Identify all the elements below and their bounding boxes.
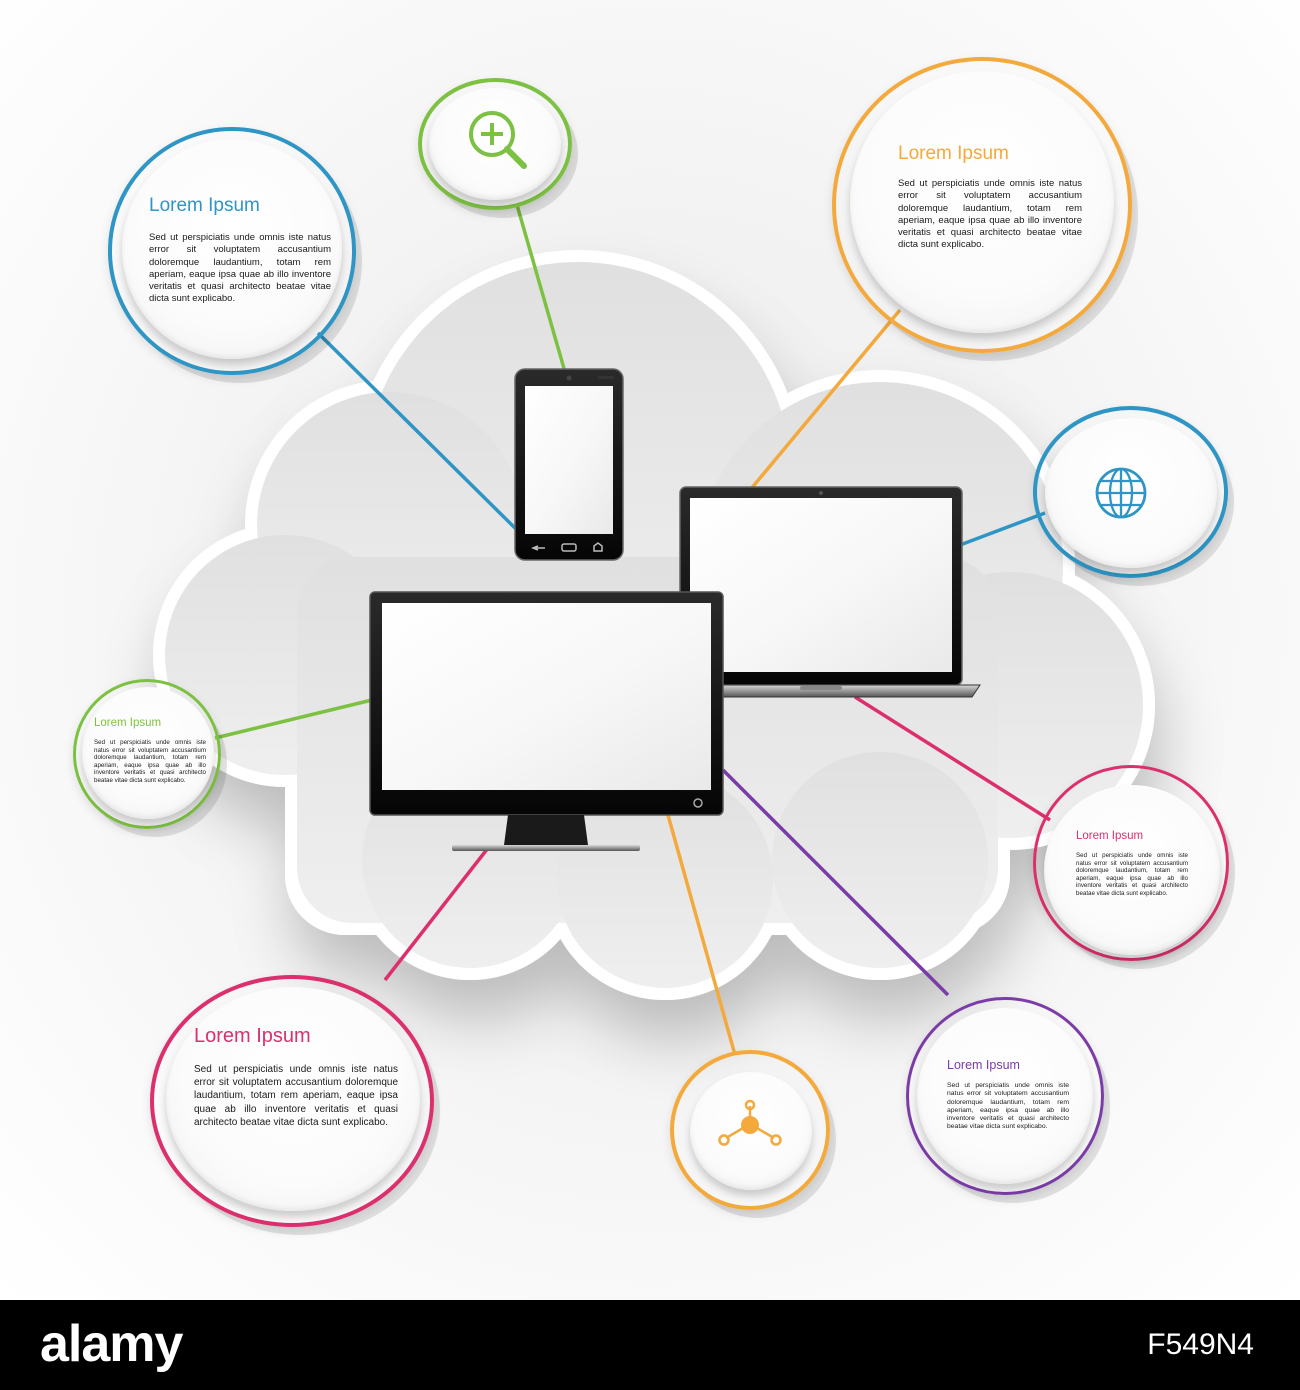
bubble-body-text: Sed ut perspiciatis unde omnis iste natu… <box>149 232 331 305</box>
smartphone-device <box>514 368 624 561</box>
bubble-title: Lorem Ipsum <box>898 143 1009 164</box>
bubble-inner-disc <box>1044 785 1220 955</box>
info-bubble-bottom-left: Lorem Ipsum Sed ut perspiciatis unde omn… <box>150 975 434 1227</box>
connector-purple-bottomright <box>721 768 950 997</box>
bubble-inner-disc <box>429 88 561 200</box>
footer-image-code: F549N4 <box>1147 1328 1254 1361</box>
network-icon <box>718 1099 782 1146</box>
icon-bubble-zoom <box>418 78 572 210</box>
info-bubble-right-small: Lorem Ipsum Sed ut perspiciatis unde omn… <box>1033 765 1229 961</box>
diagram-graphics <box>153 204 1155 1056</box>
zoom-in-icon <box>469 111 527 169</box>
bubble-inner-disc <box>917 1008 1093 1184</box>
bubble-title: Lorem Ipsum <box>94 717 162 729</box>
bubble-inner-disc <box>122 139 342 359</box>
connector-orange-topright <box>748 308 902 492</box>
connector-orange-network <box>666 814 737 1056</box>
connector-lines <box>214 204 1051 1056</box>
bubble-title: Lorem Ipsum <box>947 1058 1020 1072</box>
bubble-body-text: Sed ut perspiciatis unde omnis iste natu… <box>94 739 206 784</box>
bubble-body-text: Sed ut perspiciatis unde omnis iste natu… <box>947 1082 1069 1131</box>
bubble-inner-disc <box>82 687 214 819</box>
icon-bubble-network <box>670 1050 830 1210</box>
icon-bubble-globe <box>1033 406 1228 578</box>
connector-blue-topleft <box>316 331 519 532</box>
footer-bar: alamy F549N4 <box>0 1300 1300 1390</box>
connector-pink-bottomleft <box>383 846 490 982</box>
bubble-title: Lorem Ipsum <box>1076 830 1144 842</box>
laptop-device <box>661 486 981 698</box>
infographic-canvas: Lorem Ipsum Sed ut perspiciatis unde omn… <box>0 0 1300 1300</box>
info-bubble-bottom-right: Lorem Ipsum Sed ut perspiciatis unde omn… <box>906 997 1104 1195</box>
footer-logo: alamy <box>40 1315 183 1373</box>
bubble-body-text: Sed ut perspiciatis unde omnis iste natu… <box>1076 852 1188 897</box>
info-bubble-top-left: Lorem Ipsum Sed ut perspiciatis unde omn… <box>108 127 356 375</box>
connector-pink-rightsmall <box>854 695 1051 822</box>
connector-blue-globe <box>959 511 1046 547</box>
bubble-inner-disc <box>166 987 420 1211</box>
bubble-body-text: Sed ut perspiciatis unde omnis iste natu… <box>194 1064 398 1128</box>
bubble-inner-disc <box>850 71 1114 333</box>
connector-green-leftsmall <box>214 698 373 740</box>
bubble-body-text: Sed ut perspiciatis unde omnis iste natu… <box>898 178 1082 251</box>
info-bubble-top-right: Lorem Ipsum Sed ut perspiciatis unde omn… <box>832 57 1132 353</box>
desktop-monitor-device <box>369 591 724 851</box>
info-bubble-left-small: Lorem Ipsum Sed ut perspiciatis unde omn… <box>73 679 221 829</box>
globe-icon <box>1095 467 1147 519</box>
bubble-title: Lorem Ipsum <box>194 1025 311 1047</box>
connector-green-zoom <box>515 204 567 373</box>
bubble-title: Lorem Ipsum <box>149 195 260 216</box>
